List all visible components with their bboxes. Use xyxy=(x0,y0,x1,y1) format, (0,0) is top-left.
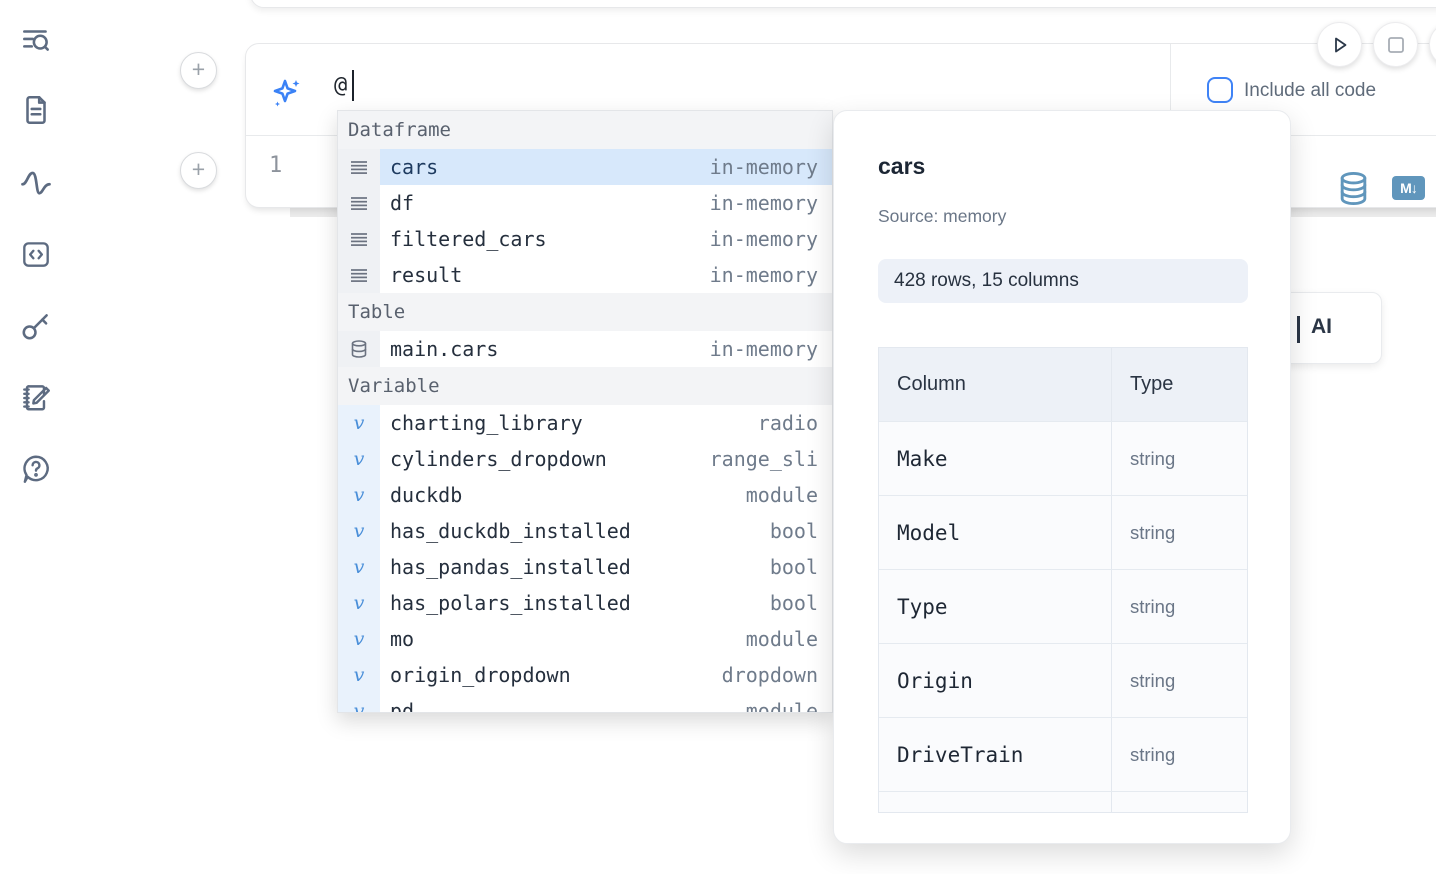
column-header: Column xyxy=(897,373,966,395)
section-header-dataframe: Dataframe xyxy=(338,111,832,149)
key-icon[interactable] xyxy=(18,308,54,344)
activity-icon[interactable] xyxy=(18,164,54,200)
schema-row: Type string xyxy=(879,569,1247,643)
left-sidebar xyxy=(0,0,72,874)
document-icon[interactable] xyxy=(18,92,54,128)
sparkles-icon xyxy=(269,75,305,111)
preview-shape-badge: 428 rows, 15 columns xyxy=(878,259,1248,303)
variable-icon: v xyxy=(353,592,365,614)
preview-title: cars xyxy=(878,153,926,179)
variable-icon: v xyxy=(353,412,365,434)
variable-icon: v xyxy=(353,484,365,506)
add-cell-button-bottom[interactable]: + xyxy=(180,152,217,189)
database-icon[interactable] xyxy=(1337,171,1370,206)
variable-icon: v xyxy=(353,628,365,650)
stop-button[interactable] xyxy=(1373,22,1418,67)
ai-prompt-input[interactable]: @ xyxy=(334,73,348,98)
variable-icon: v xyxy=(353,520,365,542)
preview-source: Source: memory xyxy=(878,206,1007,226)
editor-line-number: 1 xyxy=(269,153,283,178)
add-cell-button-top[interactable]: + xyxy=(180,52,217,89)
ai-button-label: AI xyxy=(1311,315,1332,338)
schema-row: Make string xyxy=(879,421,1247,495)
variable-icon: v xyxy=(353,448,365,470)
scratchpad-icon[interactable] xyxy=(18,379,54,415)
schema-row: Origin string xyxy=(879,643,1247,717)
schema-table: Column Type Make string Model string Typ… xyxy=(878,347,1248,813)
schema-row: DriveTrain string xyxy=(879,717,1247,791)
schema-row-clipped xyxy=(879,791,1247,812)
toc-search-icon[interactable] xyxy=(18,22,54,58)
previous-cell xyxy=(250,0,1436,8)
button-separator xyxy=(1297,316,1300,343)
section-header-variable: Variable xyxy=(338,367,832,405)
include-all-code-checkbox[interactable] xyxy=(1207,77,1233,103)
text-caret xyxy=(352,70,354,101)
dataframe-icon xyxy=(351,232,367,246)
dataframe-icon xyxy=(351,160,367,174)
variable-icon: v xyxy=(353,700,365,713)
schema-row: Model string xyxy=(879,495,1247,569)
input-options-divider xyxy=(1170,44,1171,135)
code-icon[interactable] xyxy=(18,236,54,272)
help-icon[interactable] xyxy=(18,451,54,487)
section-header-table: Table xyxy=(338,293,832,331)
variable-icon: v xyxy=(353,664,365,686)
markdown-icon[interactable]: M↓ xyxy=(1392,176,1425,200)
variable-icon: v xyxy=(353,556,365,578)
run-cell-button[interactable] xyxy=(1317,22,1362,67)
dataframe-icon xyxy=(351,196,367,210)
dataframe-icon xyxy=(351,268,367,282)
type-header: Type xyxy=(1130,373,1174,395)
dataframe-preview-panel: cars Source: memory 428 rows, 15 columns… xyxy=(833,110,1291,844)
schema-header-row: Column Type xyxy=(879,348,1247,421)
include-all-code-label: Include all code xyxy=(1244,80,1377,101)
table-icon xyxy=(351,340,367,358)
